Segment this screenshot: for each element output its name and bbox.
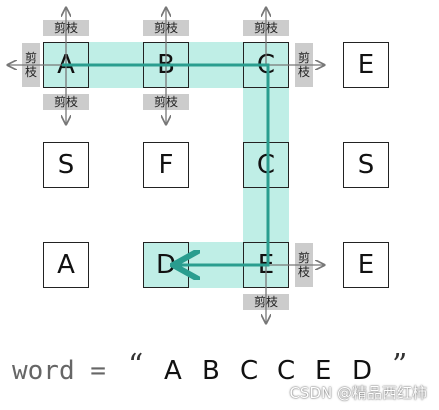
cell-r2-c0: A xyxy=(43,242,89,288)
word-letter-1: A xyxy=(164,356,182,386)
cell-r1-c3: S xyxy=(343,142,389,188)
cell-letter: E xyxy=(357,250,375,280)
word-label: word = xyxy=(12,356,106,386)
prune-tag-e-right: 剪枝 xyxy=(295,243,313,287)
word-letter-2: B xyxy=(202,356,220,386)
word-letter-6: D xyxy=(352,356,373,386)
word-letter-3: C xyxy=(240,356,259,386)
watermark: CSDN @精品西红柿 xyxy=(289,384,427,402)
word-letter-5: E xyxy=(315,356,332,386)
cell-letter: S xyxy=(57,150,75,180)
close-quote: ” xyxy=(392,348,408,383)
cell-r1-c1: F xyxy=(143,142,189,188)
cell-r1-c2: C xyxy=(243,142,289,188)
open-quote: “ xyxy=(128,348,144,383)
cell-letter: S xyxy=(357,150,375,180)
cell-r2-c3: E xyxy=(343,242,389,288)
cell-letter: C xyxy=(256,150,276,180)
cell-letter: A xyxy=(57,250,75,280)
cell-letter: E xyxy=(357,50,375,80)
search-path xyxy=(62,63,270,265)
word-letter-4: C xyxy=(277,356,296,386)
cell-r1-c0: S xyxy=(43,142,89,188)
cell-r0-c3: E xyxy=(343,42,389,88)
cell-letter: F xyxy=(158,150,174,180)
